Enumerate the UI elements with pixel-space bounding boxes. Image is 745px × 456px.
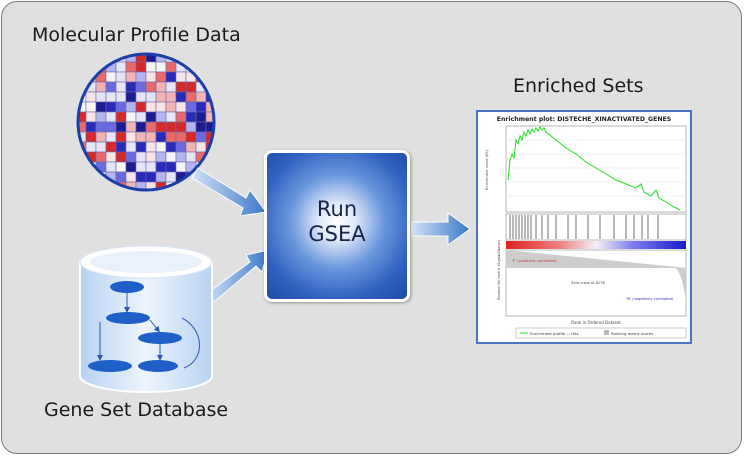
rank-axis-label: Rank in Ordered Dataset	[571, 320, 621, 325]
negative-correlation-label: 'M' (negatively correlated)	[626, 297, 674, 301]
enrichment-plot: Enrichment plot: DISTECHE_XINACTIVATED_G…	[476, 110, 692, 344]
run-gsea-button[interactable]: Run GSEA	[264, 150, 410, 302]
positive-correlation-label: 'F' (positively correlated)	[512, 259, 557, 263]
es-axis-label: Enrichment score (ES)	[485, 149, 489, 190]
es-curve	[507, 126, 681, 211]
legend-ranking-metric: Ranking metric scores	[611, 331, 653, 336]
run-gsea-label-line2: GSEA	[308, 222, 366, 246]
enriched-sets-label: Enriched Sets	[513, 75, 644, 97]
metric-axis-label: Ranked list metric (Signal2Noise)	[497, 240, 501, 300]
enrichment-plot-title: Enrichment plot: DISTECHE_XINACTIVATED_G…	[497, 116, 671, 123]
molecular-profile-label: Molecular Profile Data	[32, 24, 241, 46]
run-gsea-label-line1: Run	[316, 197, 358, 221]
legend-enrichment-profile: Enrichment profile — Hits	[530, 331, 579, 336]
zero-cross-label: Zero cross at 8178	[571, 281, 605, 285]
gene-set-database-label: Gene Set Database	[44, 399, 229, 421]
